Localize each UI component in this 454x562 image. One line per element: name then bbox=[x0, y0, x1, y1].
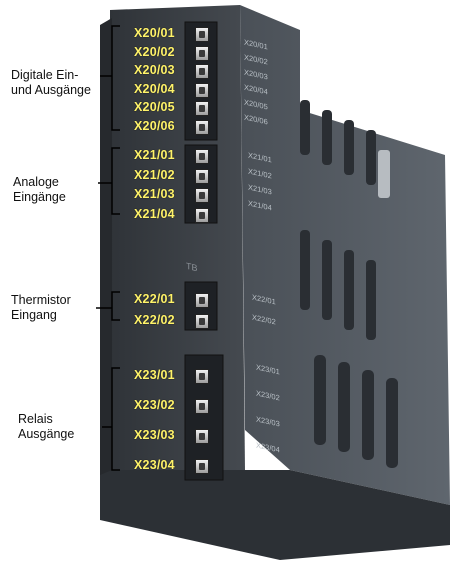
screw-terminal bbox=[195, 27, 209, 42]
terminal-label: X23/04 bbox=[134, 458, 175, 472]
screw-terminal bbox=[195, 188, 209, 203]
screw-terminal bbox=[195, 207, 209, 223]
housing-front bbox=[110, 5, 245, 470]
screw-terminal bbox=[195, 119, 209, 135]
screw-terminal bbox=[195, 314, 209, 329]
terminal-label: X21/01 bbox=[134, 148, 175, 162]
screw-terminal bbox=[195, 64, 209, 79]
terminal-label: X23/01 bbox=[134, 368, 175, 382]
screw-terminal bbox=[195, 459, 209, 474]
housing-clip bbox=[378, 150, 390, 198]
screw-terminal bbox=[195, 369, 209, 384]
terminal-label: X23/02 bbox=[134, 398, 175, 412]
screw-terminal bbox=[195, 45, 209, 61]
screw-terminal bbox=[195, 168, 209, 184]
housing-vents bbox=[300, 100, 398, 468]
screw-terminal bbox=[195, 149, 209, 164]
terminal-label: X21/02 bbox=[134, 167, 175, 182]
device-marking: TB bbox=[186, 260, 198, 274]
terminal-label: X22/01 bbox=[134, 292, 175, 306]
terminal-label: X21/03 bbox=[134, 187, 175, 201]
terminal-label: X21/04 bbox=[134, 206, 175, 221]
group-label-digital: Digitale Ein-und Ausgänge bbox=[11, 68, 91, 97]
terminal-label: X23/03 bbox=[134, 428, 175, 442]
terminal-label: X20/01 bbox=[134, 26, 175, 40]
group-brackets bbox=[96, 25, 120, 471]
terminal-label: X20/05 bbox=[134, 100, 175, 114]
terminal-label: X20/04 bbox=[134, 81, 175, 96]
terminal-label: X20/06 bbox=[134, 118, 175, 133]
terminal-label: X20/02 bbox=[134, 44, 175, 59]
housing-left-edge bbox=[100, 18, 112, 475]
housing-base bbox=[100, 470, 450, 560]
terminal-label: X22/02 bbox=[134, 313, 175, 327]
screw-terminal bbox=[195, 429, 209, 444]
screw-terminal bbox=[195, 82, 209, 98]
screw-terminal bbox=[195, 399, 209, 414]
terminal-label: X20/03 bbox=[134, 63, 175, 77]
screw-terminal bbox=[195, 293, 209, 308]
screw-terminal bbox=[195, 101, 209, 116]
